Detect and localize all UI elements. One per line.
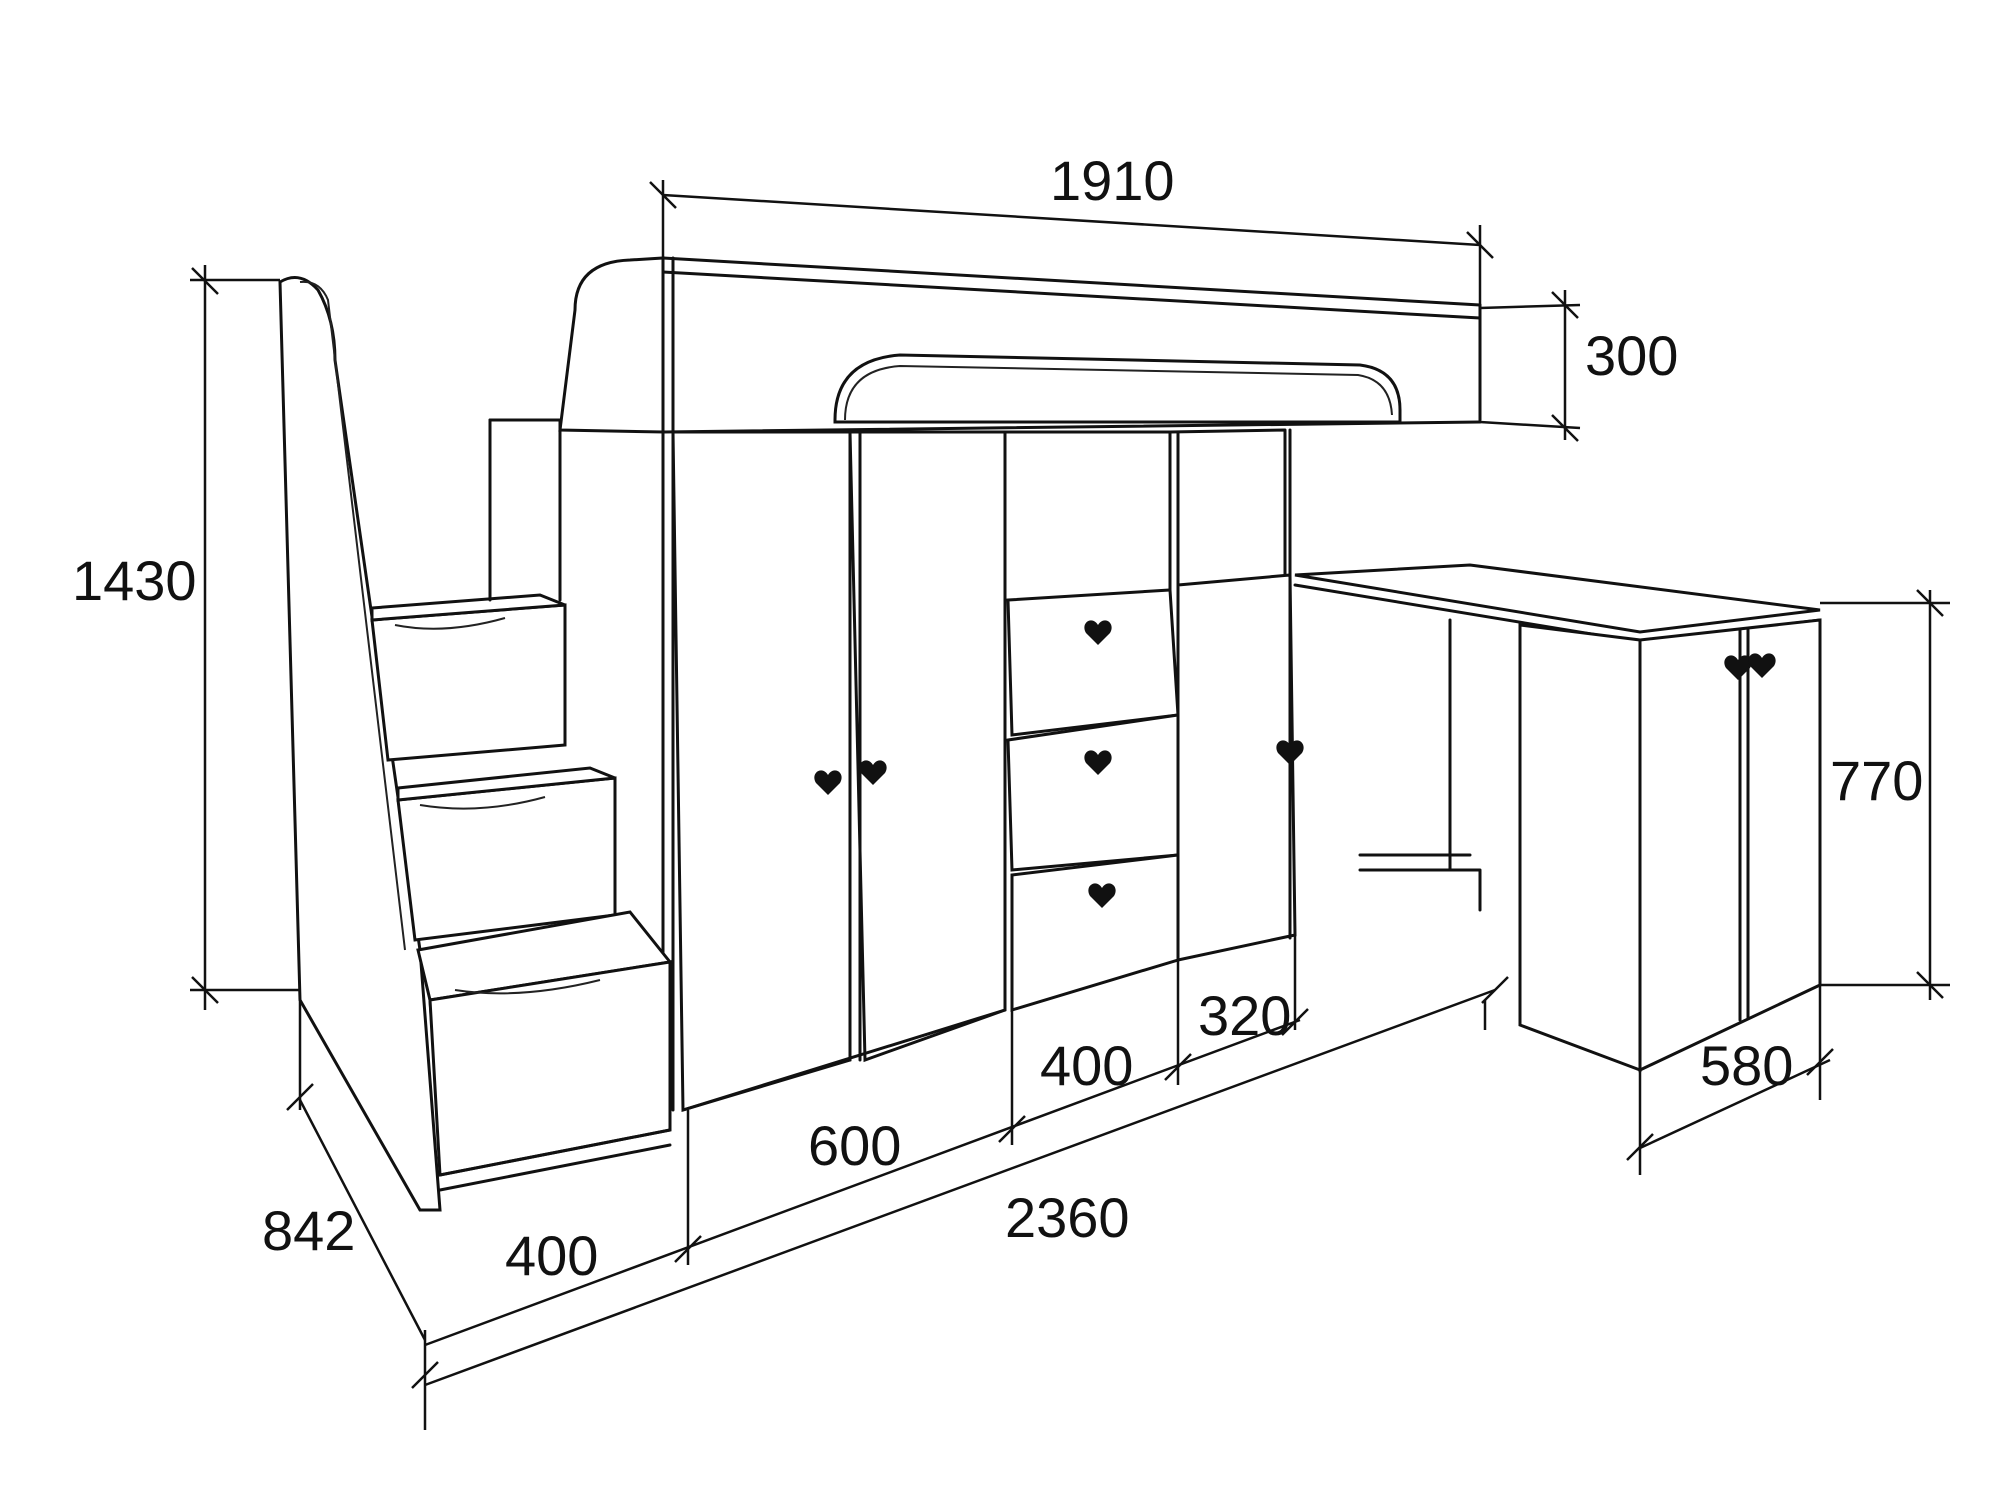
label-top-width: 1910: [1050, 149, 1175, 212]
label-wardrobe-width: 600: [808, 1114, 901, 1177]
heart-handle-icon: [1084, 750, 1112, 775]
desk: [1293, 563, 1822, 1073]
heart-handle-icon: [814, 770, 842, 795]
staircase: [278, 276, 673, 1212]
label-depth: 842: [262, 1199, 355, 1262]
label-drawer-module: 400: [1040, 1034, 1133, 1097]
side-cabinet: [1176, 428, 1297, 962]
label-desk-height: 770: [1830, 749, 1923, 812]
heart-handle-icon: [1748, 653, 1776, 678]
wardrobe: [671, 430, 1007, 1113]
heart-handle-icon: [859, 760, 887, 785]
heart-handle-icon: [1084, 620, 1112, 645]
dimension-lines: [190, 180, 1950, 1430]
drawer-unit: [1003, 428, 1287, 1013]
heart-handle-icon: [1724, 655, 1752, 680]
handles: [814, 620, 1776, 908]
label-total-length: 2360: [1005, 1186, 1130, 1249]
label-total-height: 1430: [72, 549, 197, 612]
label-desk-depth: 580: [1700, 1034, 1793, 1097]
dimension-labels: 1910 300 1430 770 400 600 400 320 2360 8…: [72, 149, 1923, 1287]
label-stair-module: 400: [505, 1224, 598, 1287]
label-cabinet-width: 320: [1198, 984, 1291, 1047]
label-side-height: 300: [1585, 324, 1678, 387]
heart-handle-icon: [1276, 740, 1304, 765]
heart-handle-icon: [1088, 883, 1116, 908]
